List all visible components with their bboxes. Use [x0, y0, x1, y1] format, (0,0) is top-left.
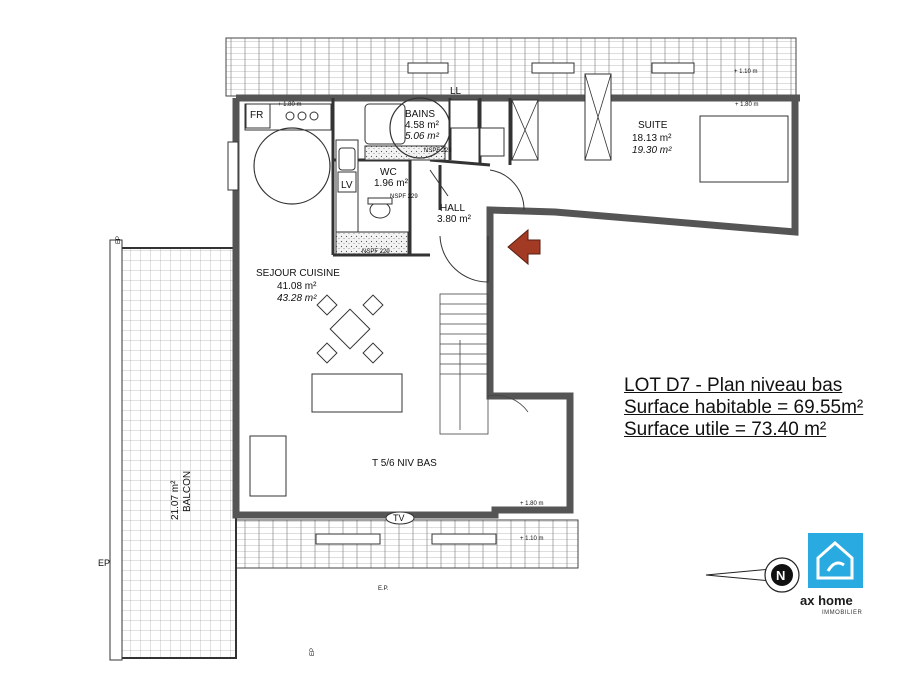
level-label: T 5/6 NIV BAS	[372, 458, 437, 469]
shower-zone	[335, 231, 409, 255]
doors	[429, 169, 525, 283]
room-sejour-name: SEJOUR CUISINE	[256, 268, 340, 279]
turning-circle	[253, 127, 331, 205]
room-suite-area-alt: 19.30 m²	[632, 145, 672, 156]
hob	[285, 111, 295, 121]
brand-logo	[808, 533, 863, 588]
compass-label: N	[776, 568, 785, 583]
room-bains-name: BAINS	[405, 109, 435, 120]
wash-basin	[479, 127, 505, 157]
balcony-rail	[109, 239, 123, 661]
balcon-name: BALCON	[182, 471, 193, 512]
height-mark: + 1.80 m	[520, 501, 544, 507]
sink	[338, 147, 356, 171]
dining-table	[329, 308, 371, 350]
tv-marker	[385, 511, 415, 525]
closet-mark	[511, 99, 539, 161]
height-mark: + 1.10 m	[520, 536, 544, 542]
balcon-area: 21.07 m²	[170, 480, 181, 520]
room-bains-area: 4.58 m²	[405, 120, 440, 131]
brand-name: ax home	[800, 593, 853, 608]
summary-habitable: Surface habitable = 69.55m²	[624, 397, 864, 418]
chair	[362, 294, 384, 316]
room-hall-area: 3.80 m²	[437, 214, 472, 225]
closet-mark	[584, 73, 612, 161]
room-hall-name: HALL	[440, 203, 465, 214]
brand-sub: IMMOBILIER	[822, 610, 863, 616]
room-suite-name: SUITE	[638, 120, 668, 131]
ep-note: EP	[116, 236, 122, 244]
room-ll: LL	[450, 86, 462, 97]
balcony	[119, 247, 237, 659]
lot-summary: LOT D7 - Plan niveau bas Surface habitab…	[624, 375, 863, 441]
washing-machine	[337, 171, 357, 193]
ep-note: E.P.	[378, 586, 389, 592]
bath-zone	[364, 145, 446, 161]
entrance-arrow-icon	[507, 228, 541, 266]
staircase	[439, 293, 529, 435]
armchair	[249, 435, 287, 497]
chair	[362, 342, 384, 364]
room-wc-area: 1.96 m²	[374, 178, 409, 189]
room-sejour-area-alt: 43.28 m²	[277, 293, 317, 304]
room-sejour-area: 41.08 m²	[277, 281, 317, 292]
windows	[227, 62, 695, 545]
bathtub	[364, 103, 406, 145]
room-suite-area: 18.13 m²	[632, 133, 672, 144]
room-wc-name: WC	[380, 167, 397, 178]
chair	[316, 294, 338, 316]
summary-title: LOT D7 - Plan niveau bas	[624, 375, 843, 396]
summary-utile: Surface utile = 73.40 m²	[624, 419, 827, 440]
roof-bottom	[225, 519, 579, 569]
fridge	[245, 103, 271, 129]
interior-walls	[331, 98, 512, 257]
roof-top	[225, 37, 797, 97]
house-logo-icon	[816, 540, 854, 580]
hob	[297, 111, 307, 121]
hob	[309, 111, 319, 121]
room-lv: LV	[341, 180, 353, 191]
bed	[699, 115, 789, 183]
hsp-note: NSPF 229	[424, 148, 452, 154]
ep-note: EP	[310, 648, 316, 656]
height-mark: + 1.80 m	[735, 102, 759, 108]
hsp-note: NSPF 229	[390, 194, 418, 200]
toilet-tank	[367, 197, 393, 205]
height-mark: + 1.80 m	[278, 102, 302, 108]
ep-note: EP	[98, 558, 110, 568]
hsp-note: NSPF 229	[362, 249, 390, 255]
height-mark: + 1.10 m	[734, 69, 758, 75]
turning-circle	[389, 97, 451, 159]
tv-label: TV	[393, 513, 405, 523]
room-bains-area-alt: 5.06 m²	[405, 131, 440, 142]
room-fr: FR	[250, 110, 263, 121]
ll-washer	[449, 99, 479, 129]
chair	[316, 342, 338, 364]
north-compass-icon: N	[705, 557, 800, 593]
sofa	[311, 373, 403, 413]
